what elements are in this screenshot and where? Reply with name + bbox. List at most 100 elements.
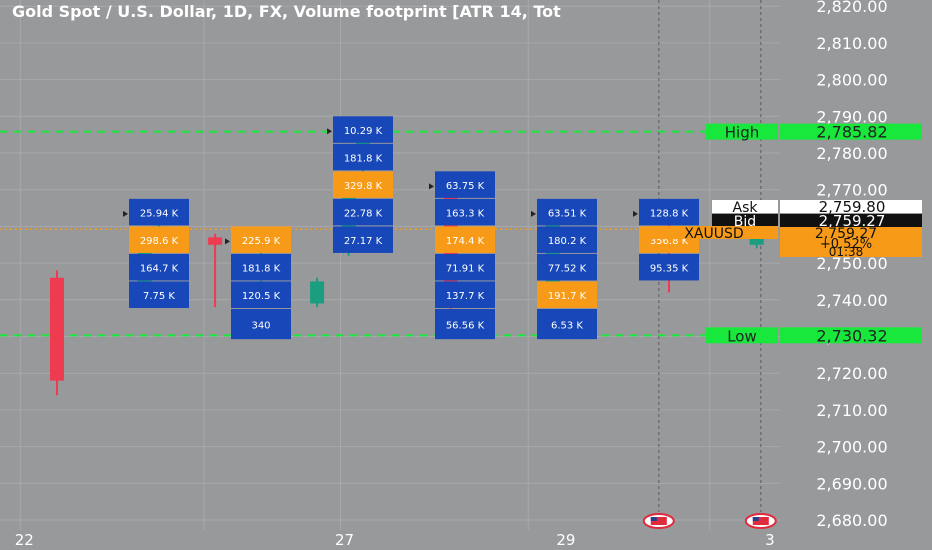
price-axis-label: 2,690.00 xyxy=(816,474,887,493)
footprint-pointer xyxy=(633,210,638,217)
ask-value: 2,759.80 xyxy=(819,198,886,216)
footprint-cell xyxy=(333,198,393,226)
footprint-volume-label: 340 xyxy=(251,321,270,332)
candle-body xyxy=(50,277,64,381)
event-icon-flag xyxy=(752,517,769,525)
footprint-volume-label: 10.29 K xyxy=(344,126,383,137)
footprint-volume-label: 356.8 K xyxy=(650,236,689,247)
footprint-cell xyxy=(435,198,495,226)
candle xyxy=(50,270,64,396)
level-name-box xyxy=(706,327,778,344)
footprint-column: 63.75 K 163.3 K 174.4 K 71.91 K 137.7 K 56.56… xyxy=(429,171,495,340)
footprint-cell xyxy=(333,143,393,171)
footprint-pointer xyxy=(123,210,128,217)
last-price-box xyxy=(780,227,922,257)
time-axis-label: 3 xyxy=(765,531,775,549)
footprint-poc-cell xyxy=(537,281,597,308)
footprint-cell xyxy=(231,308,291,340)
footprint-cell xyxy=(231,253,291,281)
footprint-pointer xyxy=(531,210,536,217)
footprint-cell xyxy=(333,226,393,253)
level-value: 2,785.82 xyxy=(816,123,887,142)
footprint-cell xyxy=(435,308,495,340)
bid-label-box xyxy=(712,214,778,227)
footprint-volume-label: 128.8 K xyxy=(650,209,689,220)
chart-title: Gold Spot / U.S. Dollar, 1D, FX, Volume … xyxy=(12,2,561,21)
footprint-cell xyxy=(435,281,495,308)
footprint-poc-cell xyxy=(231,226,291,253)
footprint-cell xyxy=(537,226,597,253)
footprint-cell xyxy=(435,171,495,198)
level-name-box xyxy=(706,123,778,140)
price-axis-label: 2,820.00 xyxy=(816,0,887,16)
footprint-cell xyxy=(129,281,189,308)
price-axis-label: 2,700.00 xyxy=(816,438,887,457)
footprint-poc-cell xyxy=(129,226,189,253)
footprint-volume-label: 174.4 K xyxy=(446,236,485,247)
price-axis-label: 2,710.00 xyxy=(816,401,887,420)
symbol-label-box xyxy=(650,226,778,239)
us-flag-event-icon xyxy=(744,513,777,529)
footprint-cell xyxy=(537,198,597,226)
footprint-volume-label: 164.7 K xyxy=(140,264,179,275)
candle xyxy=(310,277,325,308)
price-axis-label: 2,740.00 xyxy=(816,291,887,310)
level-name: Low xyxy=(727,327,757,345)
bar-countdown: 01:38 xyxy=(829,245,864,259)
price-axis-label: 2,810.00 xyxy=(816,34,887,53)
price-axis-label: 2,720.00 xyxy=(816,364,887,383)
footprint-volume-label: 181.8 K xyxy=(242,264,281,275)
time-axis-label: 22 xyxy=(15,531,34,549)
footprint-volume-label: 7.75 K xyxy=(143,291,175,302)
bid-value-box xyxy=(780,214,922,227)
price-axis-label: 2,750.00 xyxy=(816,254,887,273)
footprint-volume-label: 298.6 K xyxy=(140,236,179,247)
footprint-volume-label: 6.53 K xyxy=(551,321,583,332)
candle xyxy=(208,233,223,308)
time-axis-label: 27 xyxy=(335,531,354,549)
level-value: 2,730.32 xyxy=(816,326,887,345)
price-axis-label: 2,680.00 xyxy=(816,511,887,530)
footprint-pointer xyxy=(327,128,332,135)
footprint-cell xyxy=(639,198,699,226)
footprint-cell xyxy=(129,198,189,226)
event-icon-canton xyxy=(650,517,657,521)
event-icon-flag xyxy=(650,517,667,525)
price-change: +0.52% xyxy=(820,237,872,252)
footprint-cell xyxy=(537,253,597,281)
footprint-volume-label: 163.3 K xyxy=(446,209,485,220)
symbol-label: XAUUSD xyxy=(684,226,743,242)
time-axis-label: 29 xyxy=(556,531,575,549)
footprint-volume-label: 137.7 K xyxy=(446,291,485,302)
last-price: 2,759.27 xyxy=(815,226,877,242)
footprint-poc-cell xyxy=(435,226,495,253)
footprint-volume-label: 77.52 K xyxy=(548,264,587,275)
footprint-volume-label: 329.8 K xyxy=(344,181,383,192)
footprint-volume-label: 95.35 K xyxy=(650,264,689,275)
footprint-volume-label: 22.78 K xyxy=(344,209,383,220)
footprint-volume-label: 181.8 K xyxy=(344,154,383,165)
level-value-box xyxy=(780,123,922,140)
footprint-volume-label: 180.2 K xyxy=(548,236,587,247)
level-label-low: Low 2,730.32 xyxy=(706,326,922,345)
level-name: High xyxy=(725,124,759,142)
footprint-volume-label: 71.91 K xyxy=(446,264,485,275)
footprint-volume-label: 63.75 K xyxy=(446,181,485,192)
footprint-cell xyxy=(231,281,291,308)
ask-value-box xyxy=(780,200,922,213)
footprint-volume-label: 191.7 K xyxy=(548,291,587,302)
price-axis-label: 2,800.00 xyxy=(816,71,887,90)
level-label-high: High 2,785.82 xyxy=(706,123,922,142)
footprint-cell xyxy=(129,253,189,281)
candle-body xyxy=(208,237,223,245)
level-value-box xyxy=(780,327,922,344)
footprint-volume-label: 56.56 K xyxy=(446,321,485,332)
bid-value: 2,759.27 xyxy=(819,212,886,230)
ask-label: Ask xyxy=(733,200,759,216)
footprint-pointer xyxy=(225,238,230,245)
footprint-cell xyxy=(537,308,597,340)
